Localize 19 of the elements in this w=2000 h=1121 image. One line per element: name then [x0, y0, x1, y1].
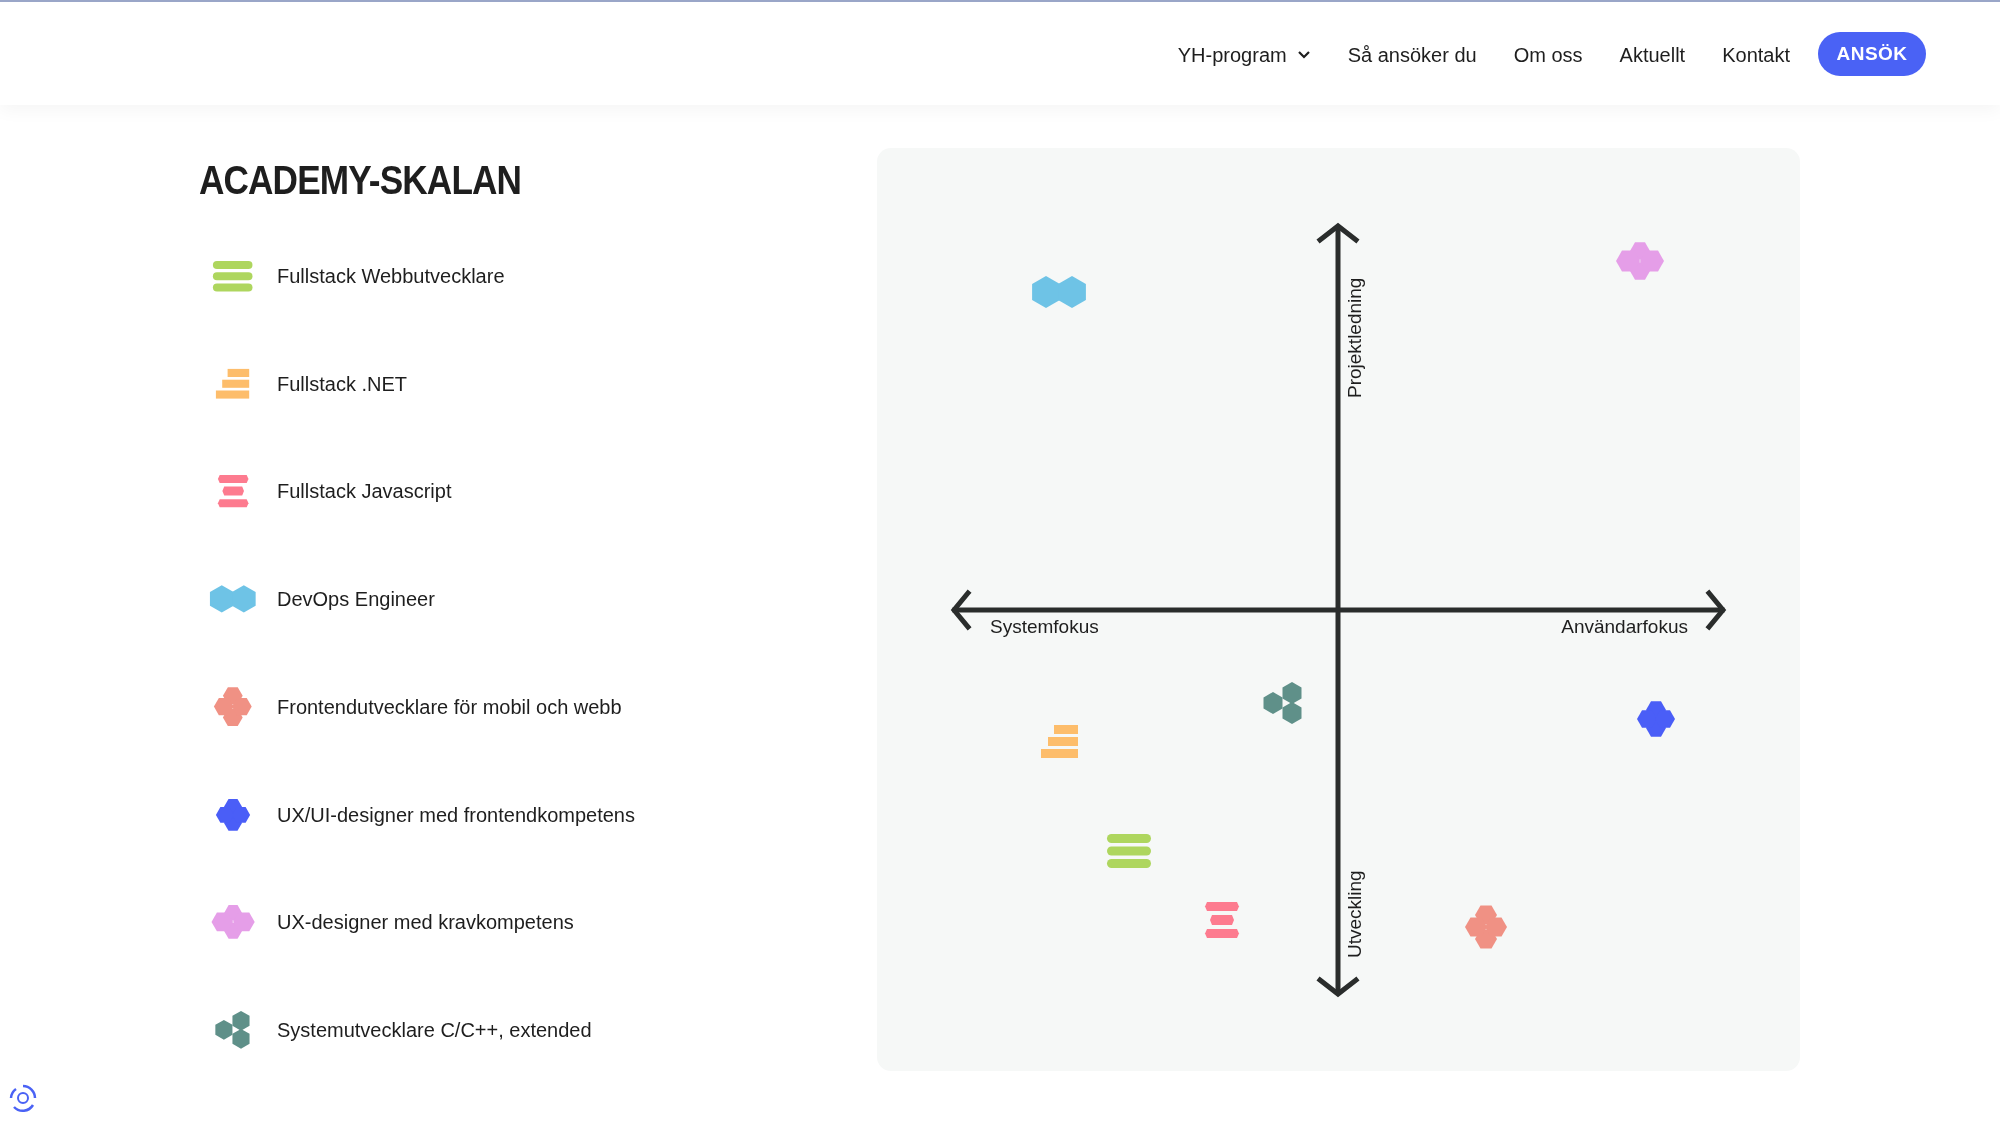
legend-label: Frontendutvecklare för mobil och webb: [277, 694, 622, 720]
nav-link: Kontakt: [1722, 43, 1790, 68]
axis-label: Projektledning: [1343, 277, 1366, 398]
legend-label: DevOps Engineer: [277, 587, 435, 613]
legend-label: Fullstack Javascript: [277, 479, 452, 505]
legend-label: UX-designer med kravkompetens: [277, 910, 574, 936]
axis-label: Systemfokus: [990, 615, 1099, 639]
axis-label: Användarfokus: [1561, 615, 1688, 639]
nav-link: Om oss: [1513, 43, 1583, 68]
nav-link: Så ansöker du: [1347, 43, 1477, 68]
legend-label: UX/UI-designer med frontendkompetens: [277, 802, 635, 828]
nav-link: YH-program: [1177, 43, 1287, 68]
apply-button: ANSÖK: [1818, 32, 1926, 76]
axis-label: Utveckling: [1343, 870, 1366, 958]
nav-link: Aktuellt: [1619, 43, 1686, 68]
page-title: ACADEMY-SKALAN: [199, 157, 522, 204]
legend-label: Fullstack Webbutvecklare: [277, 264, 505, 289]
legend-label: Systemutvecklare C/C++, extended: [277, 1017, 592, 1043]
legend-label: Fullstack .NET: [277, 371, 408, 397]
